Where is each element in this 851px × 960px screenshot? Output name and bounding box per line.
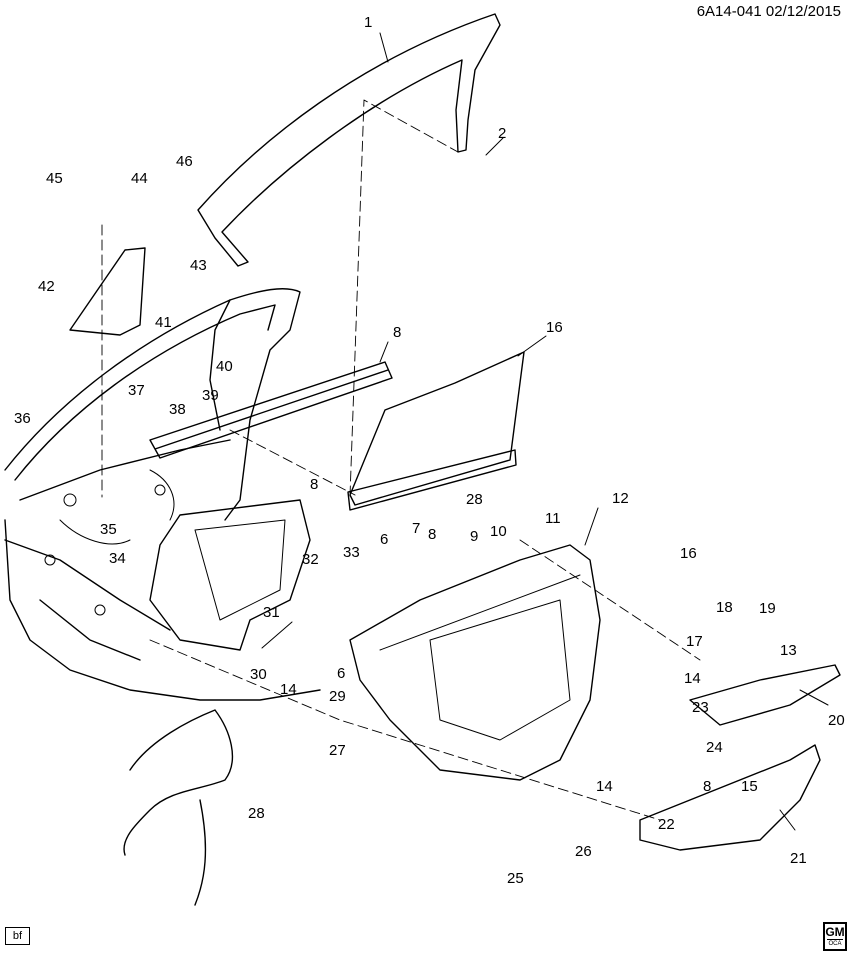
callout-21: 21 <box>790 850 807 867</box>
logo-sub-text: OCA <box>827 939 843 947</box>
part-4-glass-channel <box>347 449 517 511</box>
part-28-wiring-harness <box>123 709 233 906</box>
callout-15: 15 <box>741 778 758 795</box>
callout-3: 8 <box>393 324 401 341</box>
callout-42: 42 <box>38 278 55 295</box>
callout-32: 32 <box>302 551 319 568</box>
callout-10: 10 <box>490 523 507 540</box>
callout-16: 16 <box>680 545 697 562</box>
callout-31: 31 <box>263 604 280 621</box>
door-frame <box>4 288 321 701</box>
callout-26: 26 <box>575 843 592 860</box>
code-box: bf <box>5 927 30 945</box>
callout-20: 20 <box>828 712 845 729</box>
callout-43: 43 <box>190 257 207 274</box>
callout-23: 23 <box>692 699 709 716</box>
callout-5: 28 <box>466 491 483 508</box>
callout-28: 28 <box>248 805 265 822</box>
callout-14b: 14 <box>684 670 701 687</box>
callout-22: 22 <box>658 816 675 833</box>
callout-6: 6 <box>380 531 388 548</box>
part-21-lower-trim <box>639 744 821 851</box>
callout-41: 41 <box>155 314 172 331</box>
callout-34: 34 <box>109 550 126 567</box>
gm-logo: GM OCA <box>823 922 847 951</box>
callout-11: 11 <box>545 510 561 527</box>
callout-7: 7 <box>412 520 420 537</box>
part-12-door-trim-panel <box>349 544 601 781</box>
callout-46: 46 <box>176 153 193 170</box>
callout-17: 17 <box>686 633 703 650</box>
callout-33: 33 <box>343 544 360 561</box>
callout-18: 18 <box>716 599 733 616</box>
callout-12: 12 <box>612 490 629 507</box>
callout-24: 24 <box>706 739 723 756</box>
callout-1: 1 <box>364 14 372 31</box>
callout-8b: 8 <box>428 526 436 543</box>
callout-14c: 14 <box>596 778 613 795</box>
diagram-code: 6A14-041 02/12/2015 <box>696 3 841 20</box>
callout-8: 8 <box>310 476 318 493</box>
callout-13: 13 <box>780 642 797 659</box>
callout-40: 40 <box>216 358 233 375</box>
callout-27: 27 <box>329 742 346 759</box>
callout-25: 25 <box>507 870 524 887</box>
callout-8c: 8 <box>703 778 711 795</box>
callout-44: 44 <box>131 170 148 187</box>
callout-39: 39 <box>202 387 219 404</box>
callout-4: 16 <box>546 319 563 336</box>
part-1-pillar-trim <box>197 13 501 267</box>
callout-6b: 6 <box>337 665 345 682</box>
part-4-window-glass <box>349 351 525 506</box>
callout-38: 38 <box>169 401 186 418</box>
callout-30: 30 <box>250 666 267 683</box>
callout-2: 2 <box>498 125 506 142</box>
callout-35: 35 <box>100 521 117 538</box>
callout-36: 36 <box>14 410 31 427</box>
callout-14: 14 <box>280 681 297 698</box>
part-33-door-module <box>149 499 311 651</box>
callout-37: 37 <box>128 382 145 399</box>
part-20-armrest-trim <box>689 664 841 726</box>
logo-main-text: GM <box>825 925 845 939</box>
callout-9: 9 <box>470 528 478 545</box>
part-3-belt-molding <box>149 361 393 459</box>
part-42-mirror-patch <box>69 247 146 336</box>
callout-19: 19 <box>759 600 776 617</box>
callout-45: 45 <box>46 170 63 187</box>
callout-29: 29 <box>329 688 346 705</box>
